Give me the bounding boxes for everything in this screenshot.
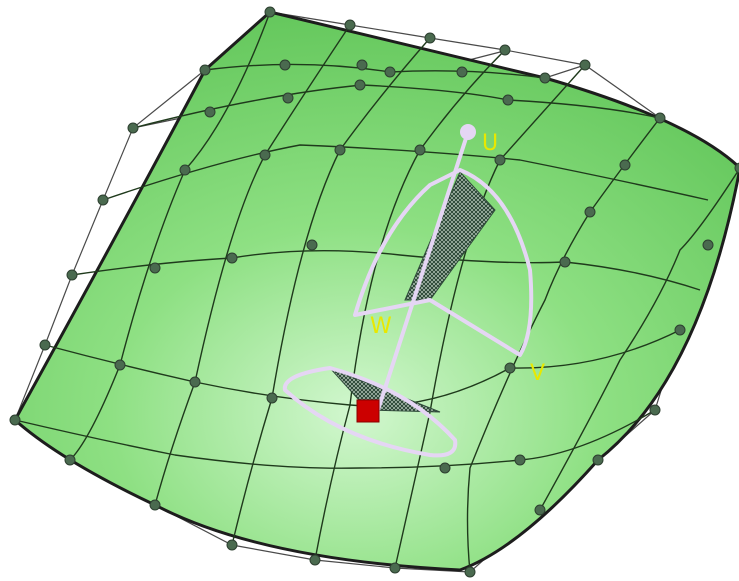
compass-manipulator[interactable]: U W V — [282, 124, 545, 458]
axis-label-v: V — [530, 361, 545, 386]
control-points[interactable] — [9, 6, 739, 578]
origin-handle-icon[interactable] — [356, 399, 380, 423]
bspline-surface[interactable] — [13, 10, 739, 572]
axis-label-u: U — [482, 131, 498, 156]
u-handle-icon[interactable] — [460, 124, 476, 140]
base-rotation-ellipse[interactable] — [282, 366, 458, 458]
u-axis[interactable] — [376, 131, 470, 411]
upper-rotation-arc[interactable] — [353, 168, 534, 357]
surface-grid — [14, 11, 739, 573]
axis-label-w: W — [370, 314, 392, 339]
